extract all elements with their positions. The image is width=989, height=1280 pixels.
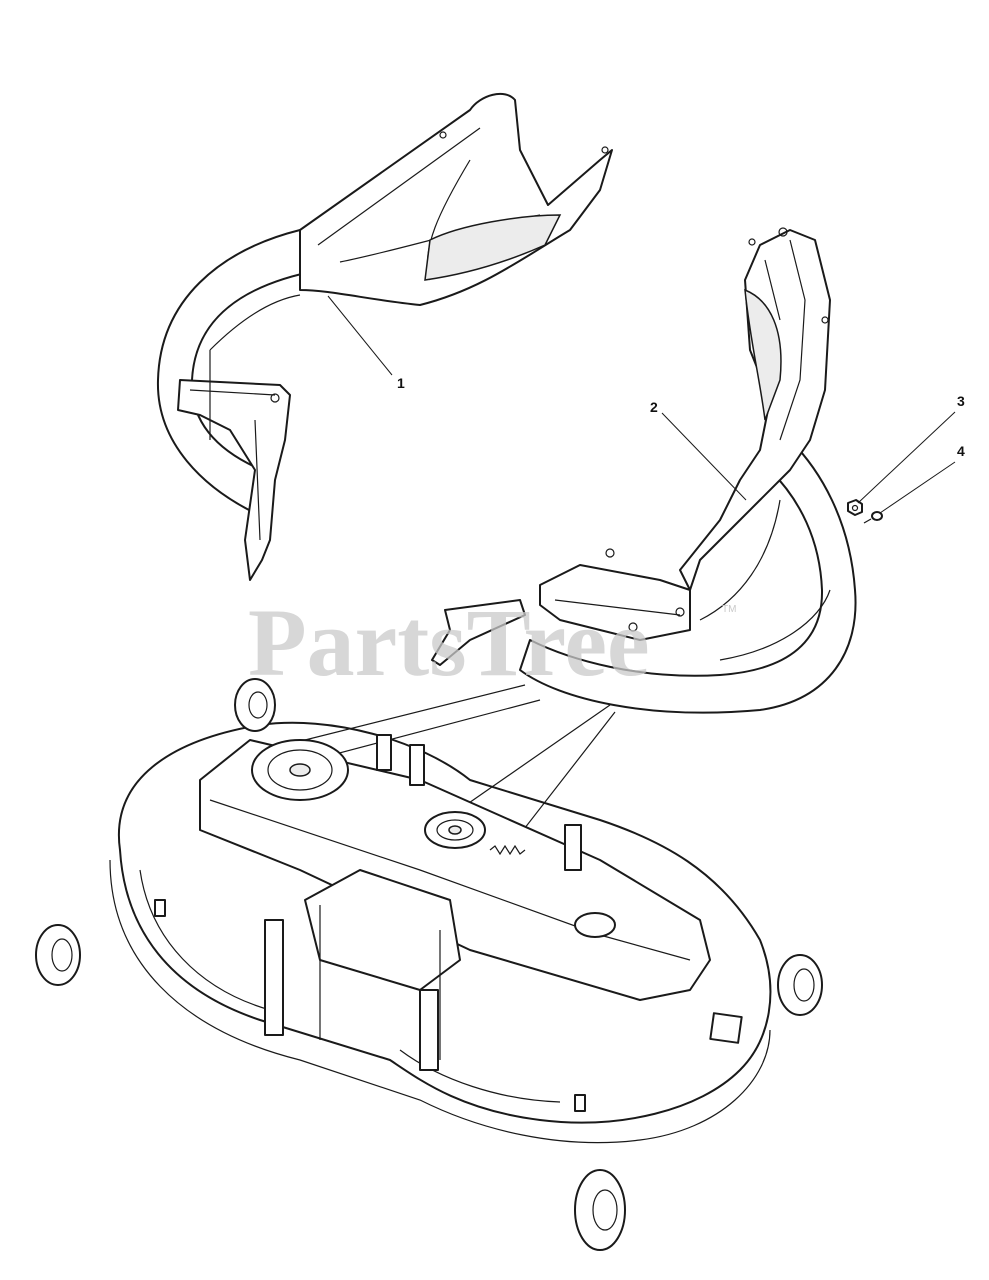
watermark-logo: PartsTree (248, 589, 650, 696)
leader-lines (327, 295, 956, 514)
part-4-screw[interactable] (863, 511, 883, 524)
part-2-right-deck-cover[interactable] (431, 227, 857, 714)
callout-2: 2 (650, 399, 658, 415)
part-1-left-deck-cover[interactable] (156, 92, 613, 581)
callout-3: 3 (957, 393, 965, 409)
anti-scalp-wheel-left (35, 924, 81, 986)
part-3-nut[interactable] (847, 499, 863, 516)
anti-scalp-wheel-rear-left (234, 678, 276, 732)
anti-scalp-wheel-right (777, 954, 823, 1016)
callout-4: 4 (957, 443, 965, 459)
watermark-tm: TM (722, 604, 736, 615)
anti-scalp-wheel-front-right (574, 1169, 626, 1251)
mower-deck-assembly (35, 678, 823, 1251)
callout-1: 1 (397, 375, 405, 391)
